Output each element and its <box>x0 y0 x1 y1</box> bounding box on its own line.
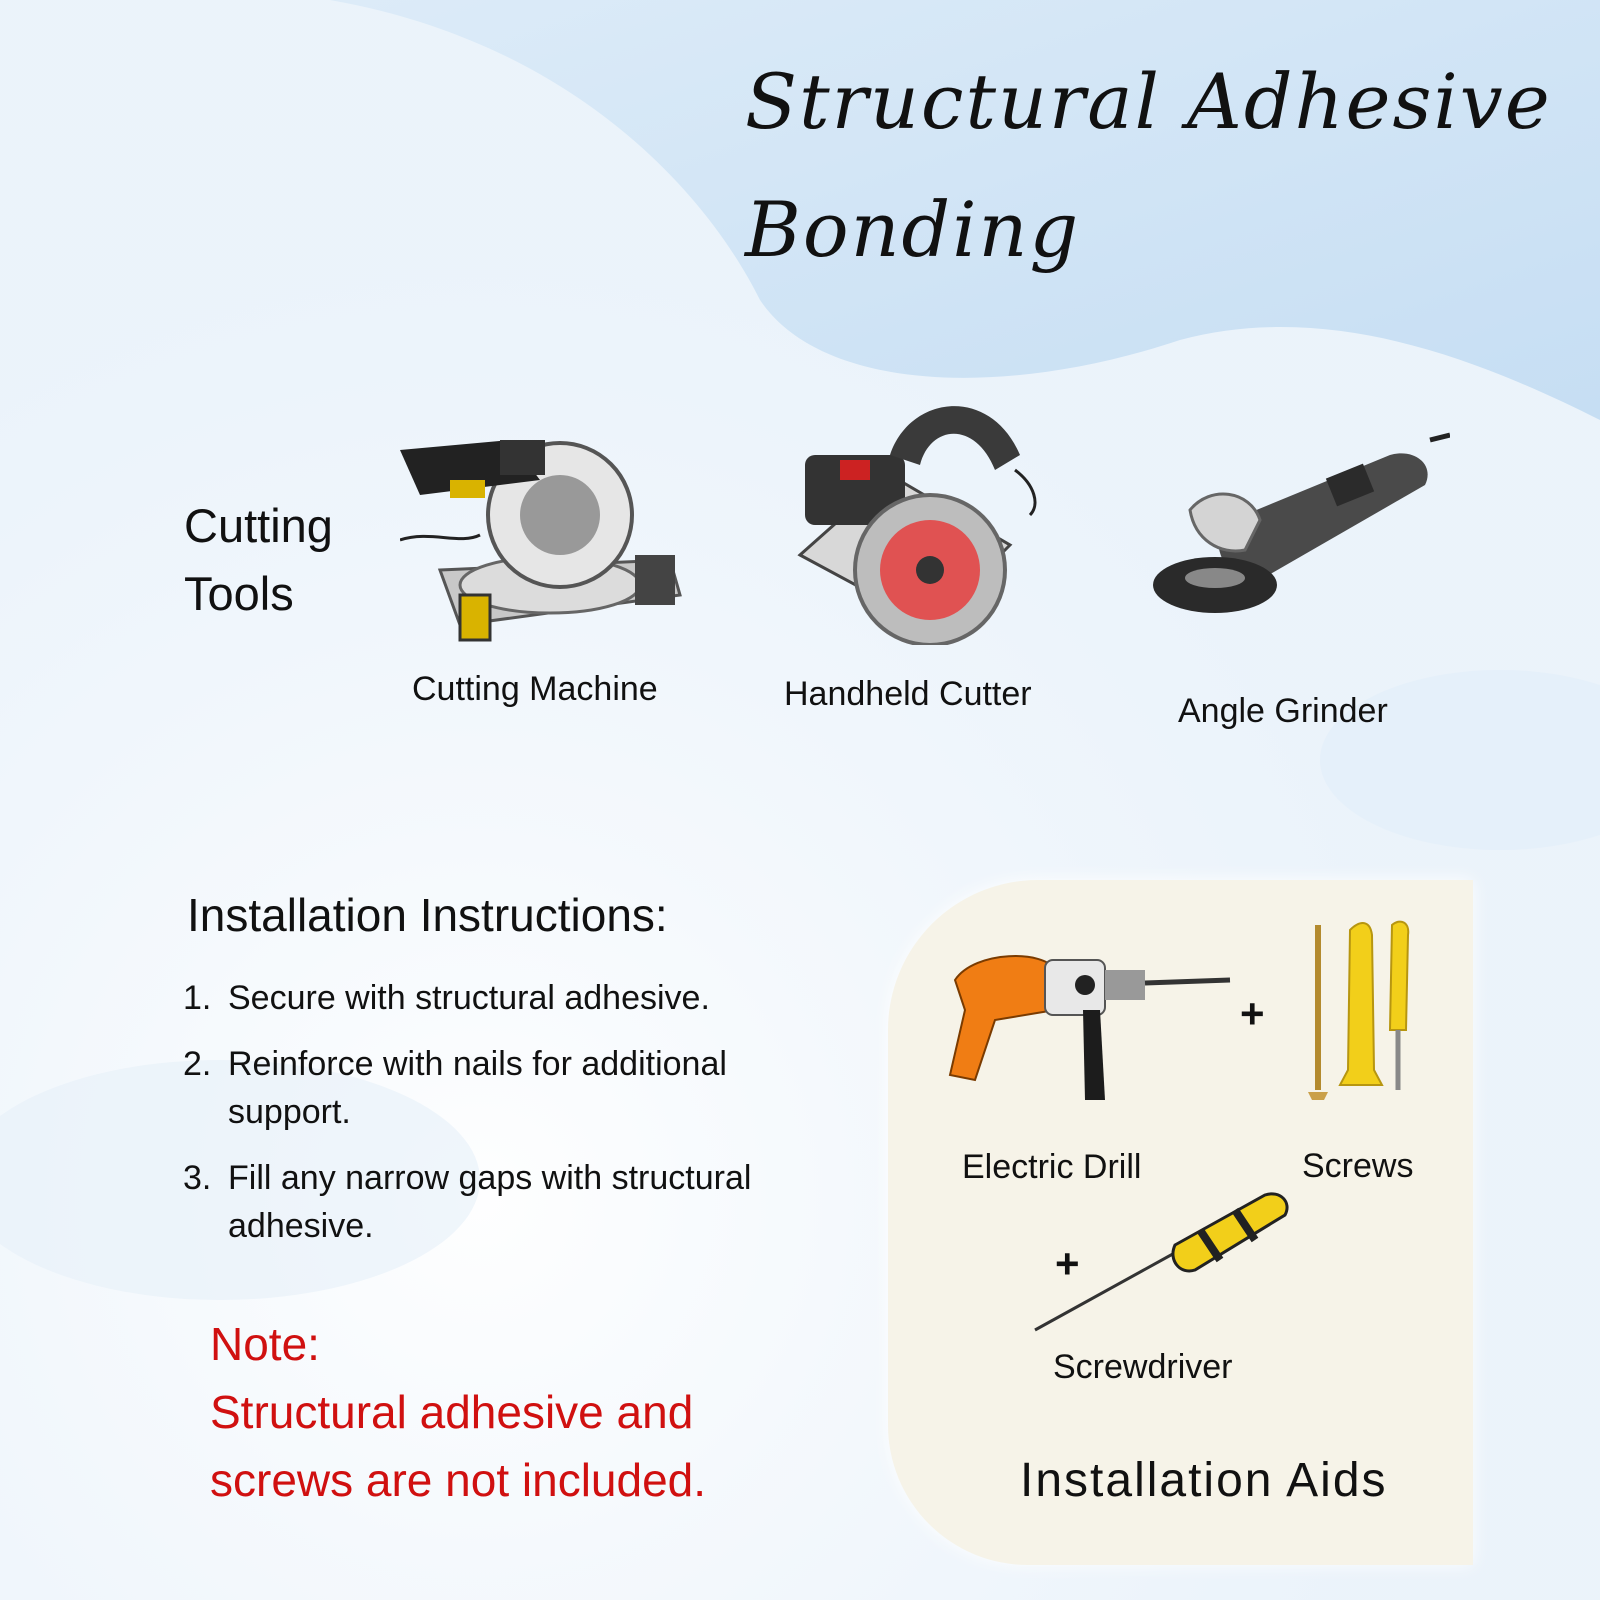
tool-cutting-machine: Cutting Machine <box>400 420 700 708</box>
plus-sign: + <box>1240 990 1265 1037</box>
aid-label-screws: Screws <box>1302 1147 1414 1185</box>
miter-saw-icon <box>400 440 682 642</box>
instruction-step: 1. Secure with structural adhesive. <box>183 974 843 1022</box>
aid-label-screwdriver: Screwdriver <box>1053 1348 1233 1386</box>
instruction-text: Reinforce with nails for additional supp… <box>228 1045 727 1131</box>
instructions-heading: Installation Instructions: <box>187 889 668 941</box>
instructions-list: 1. Secure with structural adhesive. 2. R… <box>183 974 843 1268</box>
instruction-number: 3. <box>183 1159 212 1197</box>
instruction-step: 3. Fill any narrow gaps with structural … <box>183 1154 868 1250</box>
tool-label-angle-grinder: Angle Grinder <box>1178 692 1388 730</box>
page-title: Structural Adhesive Bonding <box>745 38 1585 294</box>
instruction-number: 1. <box>183 979 212 1017</box>
instruction-number: 2. <box>183 1045 212 1083</box>
angle-grinder-icon <box>1153 432 1450 613</box>
cutting-tools-heading: Cutting Tools <box>184 492 384 628</box>
electric-drill-icon <box>948 955 1231 1100</box>
tool-label-handheld-cutter: Handheld Cutter <box>784 675 1032 713</box>
note-text: Structural adhesive and screws are not i… <box>210 1386 707 1506</box>
screws-icon <box>1308 920 1410 1100</box>
installation-aids-title: Installation Aids <box>1020 1454 1388 1507</box>
instruction-text: Fill any narrow gaps with structural adh… <box>228 1159 752 1245</box>
aid-label-electric-drill: Electric Drill <box>962 1148 1142 1186</box>
plus-sign: + <box>1055 1240 1080 1287</box>
tool-label-cutting-machine: Cutting Machine <box>412 670 658 708</box>
note: Note: Structural adhesive and screws are… <box>210 1310 830 1514</box>
note-label: Note: <box>210 1318 320 1370</box>
instruction-step: 2. Reinforce with nails for additional s… <box>183 1040 828 1136</box>
cutting-tools-heading-line-2: Tools <box>184 567 294 620</box>
cutting-tools-heading-line-1: Cutting <box>184 499 333 552</box>
title-line-1: Structural Adhesive <box>745 57 1552 146</box>
screwdriver-icon <box>1034 1192 1289 1332</box>
sky-wave <box>330 0 1600 420</box>
title-line-2: Bonding <box>745 185 1081 274</box>
tool-handheld-cutter: Handheld Cutter <box>780 395 1080 713</box>
instruction-text: Secure with structural adhesive. <box>228 979 710 1017</box>
tool-angle-grinder: Angle Grinder <box>1150 430 1480 730</box>
circular-saw-icon <box>797 406 1037 645</box>
